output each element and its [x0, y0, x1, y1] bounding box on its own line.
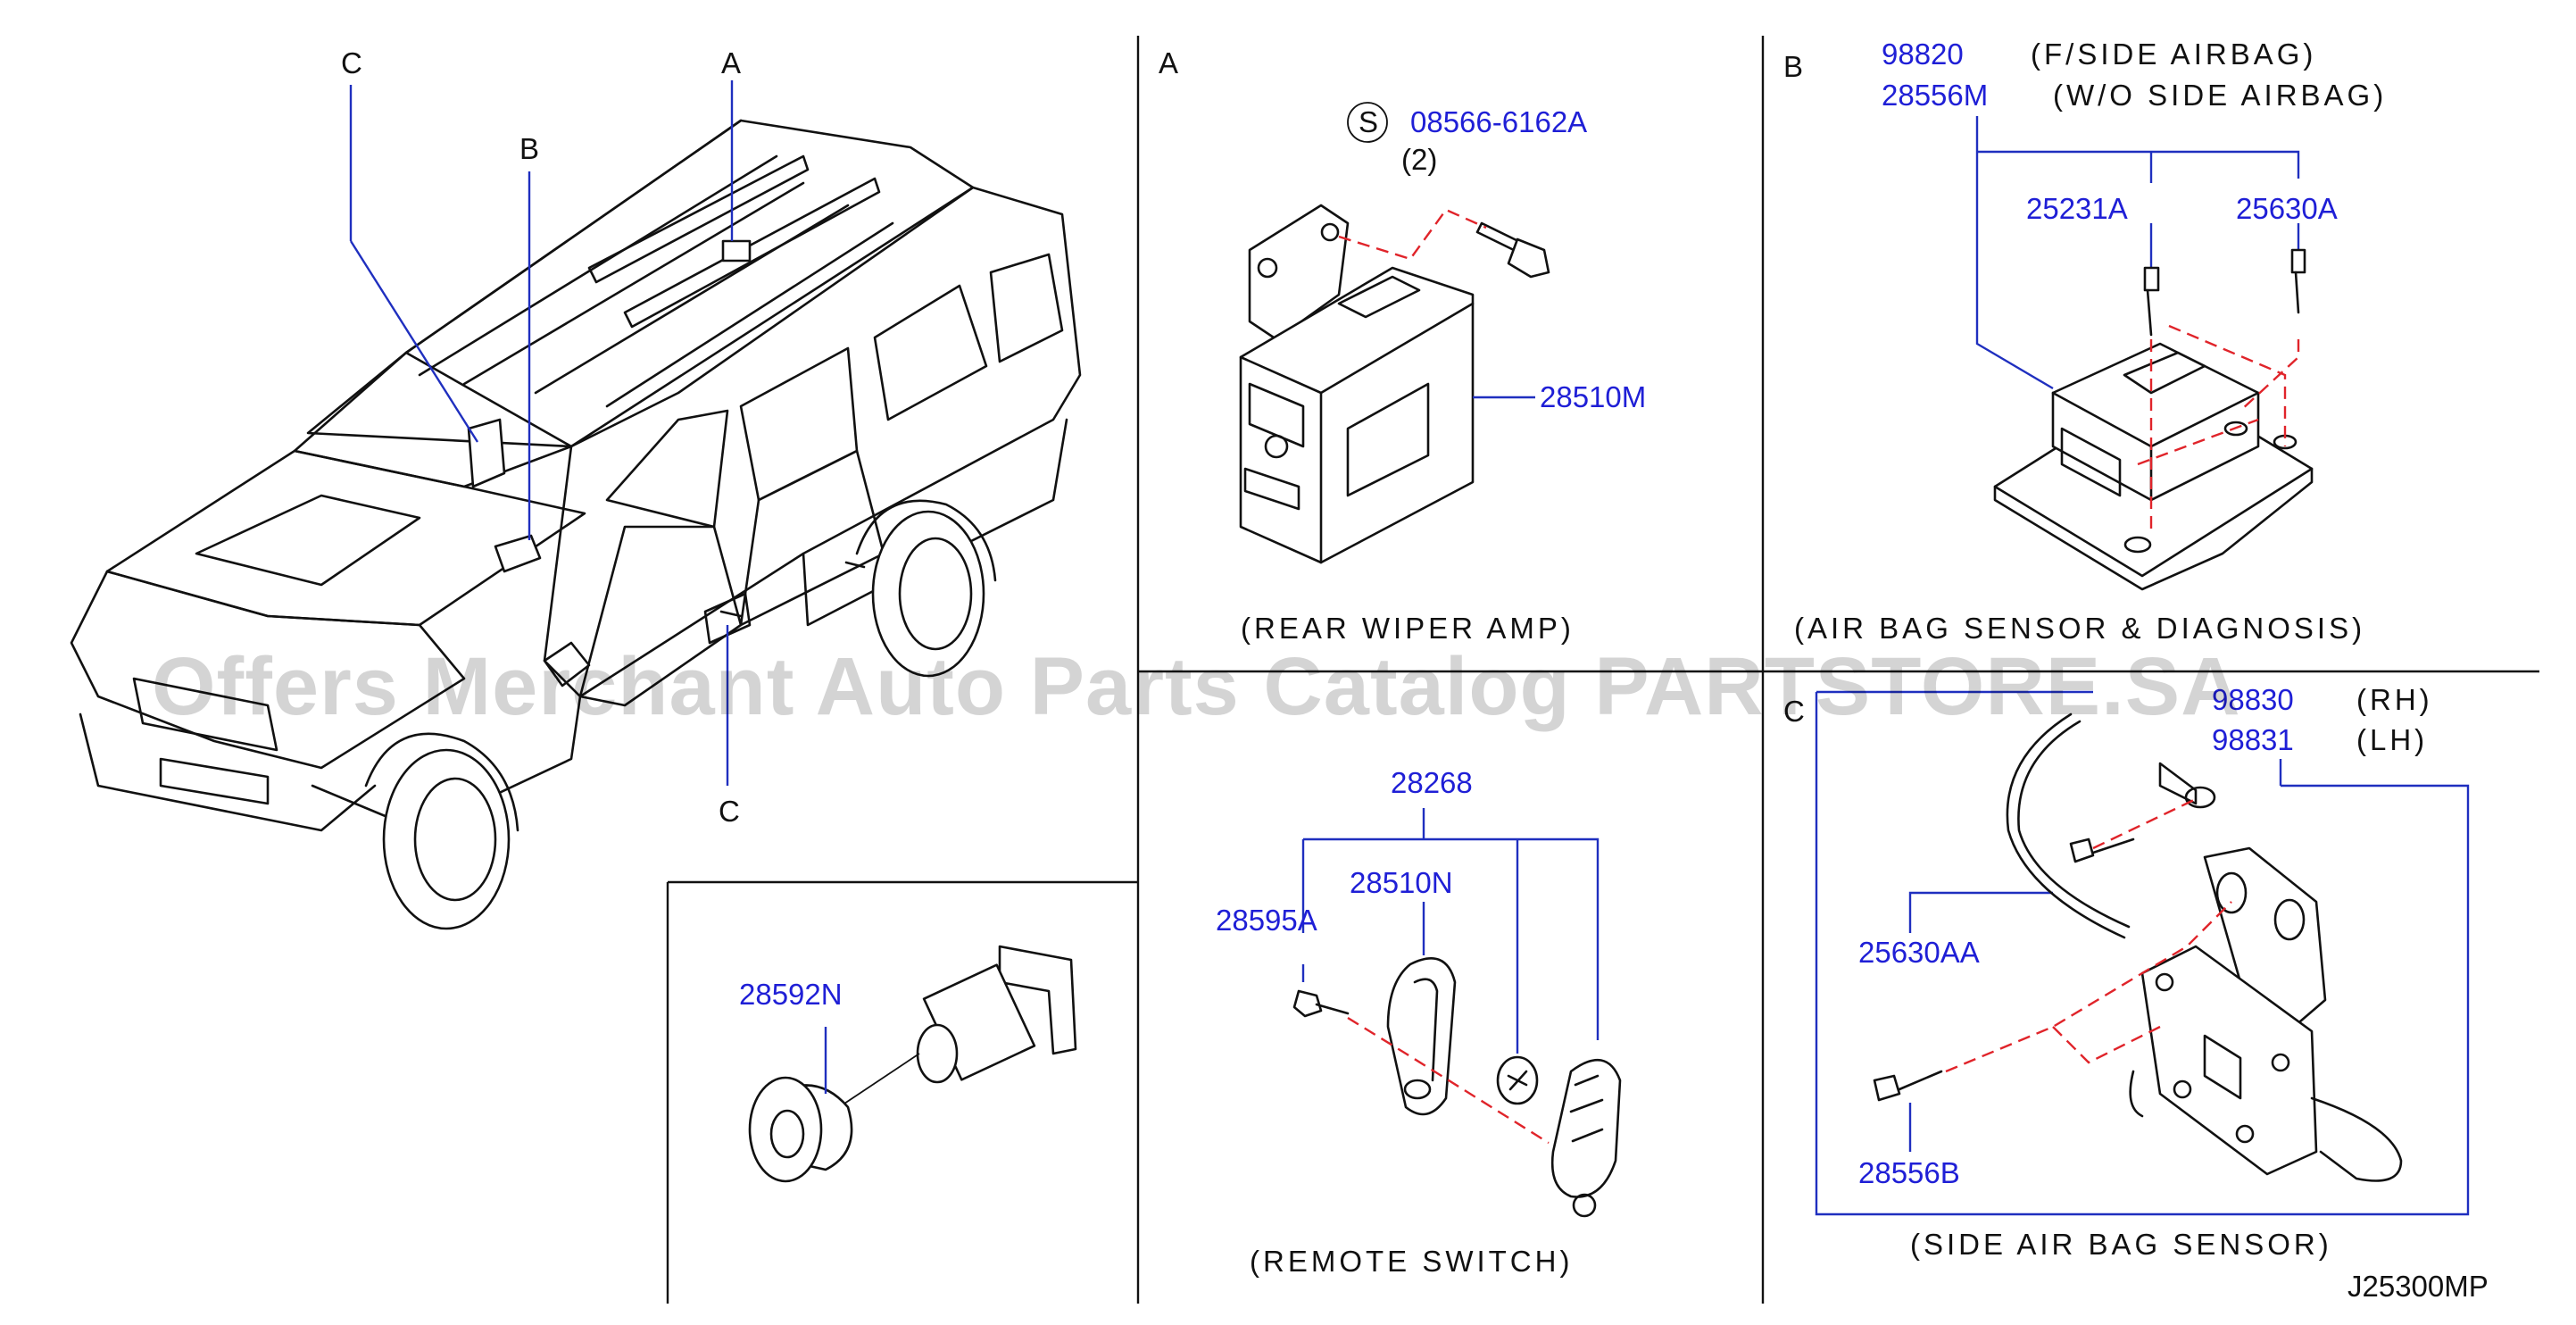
part-28510N[interactable]: 28510N: [1350, 866, 1453, 899]
plug-drawing: [748, 945, 1077, 1183]
part-25630AA[interactable]: 25630AA: [1858, 936, 1980, 969]
callout-b: B: [519, 132, 539, 165]
part-28510M[interactable]: 28510M: [1540, 380, 1646, 413]
leaders-b: [1975, 116, 2300, 390]
side-air-bag-sensor-drawing: [1873, 712, 2403, 1182]
part-98820[interactable]: 98820: [1882, 38, 1964, 71]
diagram-code: J25300MP: [2347, 1270, 2489, 1303]
part-25630A[interactable]: 25630A: [2236, 192, 2338, 225]
part-25231A[interactable]: 25231A: [2026, 192, 2128, 225]
vehicle-overview: [70, 119, 1082, 930]
service-part-marker-label: S: [1359, 105, 1378, 138]
section-label-a: A: [1159, 46, 1178, 79]
note-rh: (RH): [2356, 683, 2433, 716]
bolt-quantity: (2): [1401, 143, 1437, 176]
caption-remote-switch: (REMOTE SWITCH): [1250, 1245, 1573, 1278]
part-28556M[interactable]: 28556M: [1882, 79, 1988, 112]
bolt-drawing-a: [1475, 221, 1550, 279]
part-28592N[interactable]: 28592N: [739, 978, 843, 1011]
panel-dividers: [666, 36, 2539, 1304]
service-part-marker: [1347, 102, 1388, 143]
part-08566-6162A[interactable]: 08566-6162A: [1410, 105, 1587, 138]
overview-leaders: [349, 80, 734, 786]
part-98831[interactable]: 98831: [2212, 723, 2294, 756]
section-label-c: C: [1783, 695, 1805, 728]
caption-air-bag-sensor: (AIR BAG SENSOR & DIAGNOSIS): [1794, 612, 2365, 645]
dashed-guides-b: [2137, 324, 2300, 536]
part-28268[interactable]: 28268: [1391, 766, 1473, 799]
remote-switch-drawing: [1292, 957, 1622, 1218]
dashed-guides-c: [1945, 797, 2232, 1073]
part-28595A[interactable]: 28595A: [1216, 904, 1317, 937]
leaders-c: [1815, 690, 2470, 1216]
callout-a: A: [721, 46, 741, 79]
callout-c-top: C: [341, 46, 362, 79]
part-28556B[interactable]: 28556B: [1858, 1156, 1960, 1189]
part-98830[interactable]: 98830: [2212, 683, 2294, 716]
rear-wiper-amp-drawing: [1239, 204, 1475, 564]
watermark-text: Offers Merchant Auto Parts Catalog PARTS…: [152, 641, 2241, 732]
air-bag-sensor-drawing: [1993, 248, 2314, 591]
caption-rear-wiper-amp: (REAR WIPER AMP): [1241, 612, 1575, 645]
note-f-side-airbag: (F/SIDE AIRBAG): [2031, 38, 2316, 71]
note-lh: (LH): [2356, 723, 2428, 756]
section-label-b: B: [1783, 50, 1803, 83]
caption-side-air-bag-sensor: (SIDE AIR BAG SENSOR): [1910, 1228, 2332, 1261]
note-wo-side-airbag: (W/O SIDE AIRBAG): [2053, 79, 2387, 112]
leaders-remote: [1301, 808, 1600, 1054]
callout-c-bottom: C: [719, 795, 740, 828]
